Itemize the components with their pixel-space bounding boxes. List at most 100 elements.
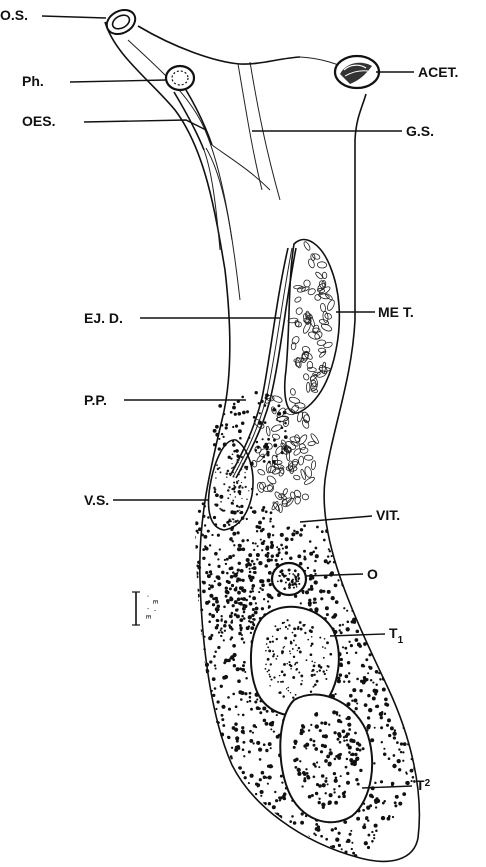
- stipple-dot: [319, 729, 322, 732]
- stipple-dot: [254, 700, 257, 703]
- stipple-dot: [253, 549, 255, 551]
- stipple-dot: [204, 524, 206, 526]
- stipple-dot: [219, 822, 222, 825]
- stipple-dot: [290, 665, 293, 668]
- stipple-dot: [250, 708, 253, 711]
- stipple-dot: [381, 816, 385, 820]
- stipple-dot: [301, 785, 303, 787]
- stipple-dot: [210, 634, 213, 637]
- stipple-dot: [367, 846, 370, 849]
- stipple-dot: [255, 782, 258, 785]
- stipple-dot: [395, 795, 399, 799]
- stipple-dot: [375, 806, 377, 808]
- stipple-dot: [338, 785, 341, 788]
- stipple-dot: [418, 730, 422, 734]
- stipple-dot: [403, 651, 405, 653]
- stipple-dot: [225, 563, 227, 565]
- stipple-dot: [313, 686, 315, 688]
- stipple-dot: [214, 650, 217, 653]
- stipple-dot: [324, 792, 326, 794]
- stipple-dot: [202, 557, 205, 560]
- stipple-dot: [181, 715, 183, 717]
- stipple-dot: [284, 637, 287, 640]
- stipple-dot: [281, 558, 283, 560]
- stipple-dot: [316, 828, 320, 832]
- stipple-dot: [224, 675, 228, 679]
- stipple-dot: [315, 823, 318, 826]
- stipple-dot: [242, 465, 243, 466]
- stipple-dot: [290, 538, 293, 541]
- stipple-dot: [405, 600, 409, 604]
- stipple-dot: [256, 493, 258, 495]
- stipple-dot: [200, 711, 202, 713]
- stipple-dot: [388, 734, 391, 737]
- stipple-dot: [268, 669, 270, 671]
- stipple-dot: [277, 412, 281, 416]
- stipple-dot: [284, 422, 287, 425]
- label-vitellaria: VIT.: [376, 507, 400, 523]
- stipple-dot: [344, 571, 347, 574]
- stipple-dot: [253, 563, 256, 566]
- stipple-dot: [395, 654, 398, 657]
- stipple-dot: [200, 608, 203, 611]
- stipple-dot: [355, 757, 359, 761]
- stipple-dot: [232, 440, 234, 442]
- stipple-dot: [419, 747, 421, 749]
- stipple-dot: [267, 857, 269, 859]
- stipple-dot: [221, 433, 223, 435]
- stipple-dot: [262, 456, 265, 459]
- label-ejaculatory-duct: EJ. D.: [84, 310, 123, 326]
- egg: [278, 504, 282, 513]
- stipple-dot: [395, 693, 399, 697]
- stipple-dot: [390, 726, 394, 730]
- stipple-dot: [367, 834, 370, 837]
- stipple-dot: [367, 672, 369, 674]
- stipple-dot: [198, 725, 200, 727]
- stipple-dot: [365, 816, 368, 819]
- stipple-dot: [350, 830, 352, 832]
- stipple-dot: [191, 570, 195, 574]
- stipple-dot: [226, 772, 230, 776]
- stipple-dot: [273, 676, 275, 678]
- stipple-dot: [213, 443, 216, 446]
- stipple-dot: [231, 612, 234, 615]
- stipple-dot: [173, 671, 177, 675]
- stipple-dot: [246, 410, 249, 413]
- stipple-dot: [312, 669, 315, 672]
- stipple-dot: [399, 671, 402, 674]
- stipple-dot: [221, 796, 225, 800]
- stipple-dot: [268, 839, 271, 842]
- stipple-dot: [345, 735, 349, 739]
- stipple-dot: [329, 751, 333, 755]
- stipple-dot: [232, 554, 235, 557]
- stipple-dot: [355, 707, 358, 710]
- stipple-dot: [266, 637, 269, 640]
- stipple-dot: [286, 619, 288, 621]
- stipple-dot: [234, 613, 237, 616]
- stipple-dot: [246, 539, 249, 542]
- stipple-dot: [326, 852, 329, 855]
- stipple-dot: [193, 698, 197, 702]
- stipple-dot: [252, 623, 255, 626]
- stipple-dot: [237, 679, 241, 683]
- stipple-dot: [368, 641, 370, 643]
- stipple-dot: [363, 642, 367, 646]
- stipple-dot: [208, 755, 212, 759]
- stipple-dot: [252, 590, 254, 592]
- stipple-dot: [241, 615, 244, 618]
- stipple-dot: [216, 619, 219, 622]
- stipple-dot: [251, 835, 254, 838]
- stipple-dot: [236, 820, 238, 822]
- scale-bar-text-2: E ·: [150, 600, 158, 613]
- stipple-dot: [300, 858, 302, 860]
- stipple-dot: [385, 592, 389, 596]
- stipple-dot: [196, 709, 198, 711]
- stipple-dot: [244, 472, 245, 473]
- stipple-dot: [231, 619, 233, 621]
- label-genital-sinus: G.S.: [406, 123, 434, 139]
- stipple-dot: [391, 645, 394, 648]
- stipple-dot: [214, 552, 218, 556]
- stipple-dot: [230, 472, 232, 474]
- stipple-dot: [257, 545, 259, 547]
- egg: [289, 396, 301, 404]
